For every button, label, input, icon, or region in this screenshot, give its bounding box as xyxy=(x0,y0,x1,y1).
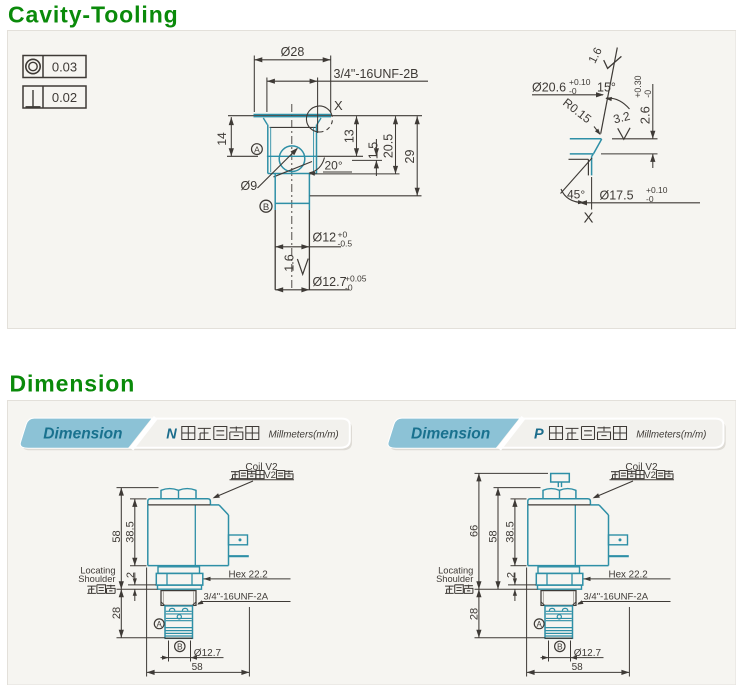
svg-text:Ø20.6: Ø20.6 xyxy=(532,81,566,95)
svg-text:2.6: 2.6 xyxy=(638,106,653,124)
svg-text:Ø12.7: Ø12.7 xyxy=(194,648,222,659)
svg-text:Ø28: Ø28 xyxy=(281,45,305,59)
svg-text:Ø17.5: Ø17.5 xyxy=(600,189,634,203)
svg-text:-0: -0 xyxy=(569,86,577,96)
svg-text:28: 28 xyxy=(111,607,123,619)
svg-text:+0: +0 xyxy=(338,230,348,240)
svg-text:Hex 22.2: Hex 22.2 xyxy=(229,570,268,581)
svg-text:V2: V2 xyxy=(644,470,656,481)
svg-text:1.6: 1.6 xyxy=(283,254,297,271)
svg-text:Cavity-Tooling: Cavity-Tooling xyxy=(8,2,179,28)
svg-text:X: X xyxy=(584,210,594,227)
svg-text:14: 14 xyxy=(215,132,229,146)
svg-text:B: B xyxy=(263,202,269,213)
svg-text:0.02: 0.02 xyxy=(52,90,77,105)
svg-text:3.2: 3.2 xyxy=(612,109,632,127)
svg-text:Millmeters(m/m): Millmeters(m/m) xyxy=(269,429,339,440)
svg-text:Coil V2: Coil V2 xyxy=(245,462,278,473)
svg-text:3/4"-16UNF-2A: 3/4"-16UNF-2A xyxy=(204,592,269,603)
svg-text:3/4"-16UNF-2A: 3/4"-16UNF-2A xyxy=(584,592,649,603)
svg-text:66: 66 xyxy=(469,525,481,537)
svg-text:Millmeters(m/m): Millmeters(m/m) xyxy=(636,429,706,440)
svg-text:Coil V2: Coil V2 xyxy=(625,462,658,473)
svg-text:+0.05: +0.05 xyxy=(345,274,367,284)
svg-text:20.5: 20.5 xyxy=(381,134,395,158)
svg-text:20°: 20° xyxy=(325,159,343,173)
svg-text:Shoulder: Shoulder xyxy=(78,574,115,584)
svg-text:B: B xyxy=(557,642,563,652)
svg-text:-0.5: -0.5 xyxy=(338,239,353,249)
svg-text:A: A xyxy=(157,620,163,629)
svg-text:2: 2 xyxy=(505,572,517,578)
svg-text:0.03: 0.03 xyxy=(52,60,77,75)
svg-text:P: P xyxy=(534,427,544,443)
svg-text:+0.10: +0.10 xyxy=(646,185,668,195)
svg-text:45°: 45° xyxy=(567,188,585,202)
svg-text:V2: V2 xyxy=(264,470,276,481)
svg-text:Ø12: Ø12 xyxy=(313,231,337,245)
svg-text:28: 28 xyxy=(469,608,481,620)
svg-text:Dimension: Dimension xyxy=(43,426,122,443)
svg-text:58: 58 xyxy=(192,662,204,673)
svg-text:X: X xyxy=(334,98,343,113)
svg-text:58: 58 xyxy=(111,530,123,542)
svg-text:13: 13 xyxy=(342,129,356,143)
svg-text:+0.10: +0.10 xyxy=(569,77,591,87)
svg-text:-0: -0 xyxy=(345,283,353,293)
svg-text:B: B xyxy=(177,642,183,652)
svg-text:Dimension: Dimension xyxy=(10,371,136,397)
svg-text:Shoulder: Shoulder xyxy=(436,574,473,584)
svg-text:58: 58 xyxy=(572,662,584,673)
svg-text:Dimension: Dimension xyxy=(411,426,490,443)
svg-text:N: N xyxy=(166,427,177,443)
svg-text:2: 2 xyxy=(125,572,137,578)
svg-text:Locating: Locating xyxy=(438,566,473,576)
svg-text:15°: 15° xyxy=(597,81,616,95)
svg-text:3/4"-16UNF-2B: 3/4"-16UNF-2B xyxy=(334,67,419,81)
svg-text:29: 29 xyxy=(403,150,417,164)
svg-text:A: A xyxy=(537,620,543,629)
svg-text:Ø12.7: Ø12.7 xyxy=(313,275,347,289)
svg-text:Ø12.7: Ø12.7 xyxy=(574,648,602,659)
svg-text:38.5: 38.5 xyxy=(505,521,517,542)
svg-text:38.5: 38.5 xyxy=(124,521,136,542)
svg-text:58: 58 xyxy=(488,530,500,542)
svg-text:-0: -0 xyxy=(643,90,653,98)
svg-text:A: A xyxy=(254,144,260,154)
svg-text:1.5: 1.5 xyxy=(366,142,380,159)
svg-text:-0: -0 xyxy=(646,194,654,204)
svg-text:Locating: Locating xyxy=(80,566,115,576)
svg-text:Hex 22.2: Hex 22.2 xyxy=(609,570,648,581)
svg-text:+0.30: +0.30 xyxy=(633,75,643,97)
svg-text:Ø9: Ø9 xyxy=(241,179,258,193)
